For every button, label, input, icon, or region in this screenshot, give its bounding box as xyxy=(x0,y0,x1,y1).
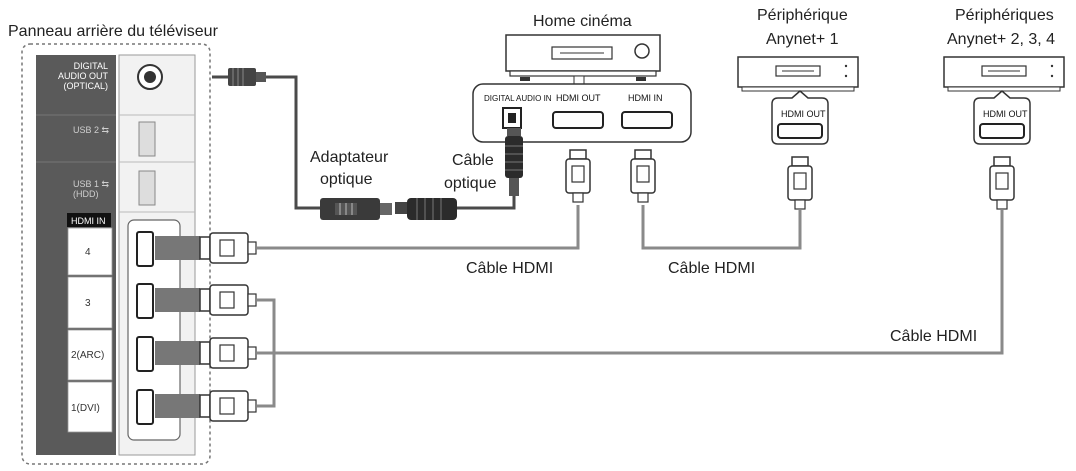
device2-label: Périphériques xyxy=(955,7,1054,24)
hdmi-cable-tv-to-device2 xyxy=(257,210,1004,355)
hc-hdmi-out-plug xyxy=(565,149,591,203)
digital-audio-label-3: (OPTICAL) xyxy=(63,81,108,91)
cables xyxy=(212,75,1004,408)
usb1-label: USB 1 ⇆ xyxy=(73,179,110,189)
hdmi-cable-bus xyxy=(257,298,276,408)
optical-adapter xyxy=(320,198,392,220)
device2-label-2: Anynet+ 2, 3, 4 xyxy=(947,31,1055,48)
home-cinema: Home cinéma DIGITAL AUDIO IN HDMI OUT HD… xyxy=(472,13,692,203)
tv-hdmi-plug-1 xyxy=(155,390,257,422)
anynet-device-2: Périphériques Anynet+ 2, 3, 4 HDMI OUT xyxy=(943,7,1065,210)
tv-hdmi-plug-2 xyxy=(155,337,257,369)
hdmi-in-header: HDMI IN xyxy=(71,216,106,226)
digital-audio-label-2: AUDIO OUT xyxy=(58,71,109,81)
device1-hdmi-plug xyxy=(787,156,813,210)
device2-hdmi-out-label: HDMI OUT xyxy=(983,109,1028,119)
optical-cable-to-adapter xyxy=(265,75,322,210)
hdmi-port-1-label: 1(DVI) xyxy=(71,403,100,414)
hc-optical-plug xyxy=(505,128,523,196)
optical-cable-label-2: optique xyxy=(444,175,497,192)
tv-hdmi-plug-4 xyxy=(155,232,257,264)
optical-cable-to-hc xyxy=(456,196,516,210)
hdmi-cable-hc-in-to-device1 xyxy=(641,205,802,250)
tv-hdmi-plugs xyxy=(155,232,257,422)
digital-audio-label: DIGITAL xyxy=(74,61,108,71)
anynet-device-1: Périphérique Anynet+ 1 HDMI OUT xyxy=(737,7,859,210)
hdmi-port-4-label: 4 xyxy=(85,247,91,258)
optical-plug-mid xyxy=(395,198,457,220)
device2-hdmi-out-port[interactable] xyxy=(979,123,1025,139)
hc-hdmi-out-label: HDMI OUT xyxy=(556,93,601,103)
optical-adapter-label: Adaptateur xyxy=(310,149,389,166)
device1-label: Périphérique xyxy=(757,7,848,24)
hc-optical-in-port[interactable] xyxy=(502,107,522,129)
hdmi-port-2-label: 2(ARC) xyxy=(71,350,104,361)
optical-plug-tv xyxy=(228,68,266,86)
usb2-port[interactable] xyxy=(138,121,156,157)
hc-hdmi-out-port[interactable] xyxy=(552,111,604,129)
device1-label-2: Anynet+ 1 xyxy=(766,31,839,48)
usb2-label: USB 2 ⇆ xyxy=(73,125,110,135)
hdmi-cable-label-3: Câble HDMI xyxy=(890,328,977,345)
usb1-port[interactable] xyxy=(138,170,156,206)
hdmi-cable-label-2: Câble HDMI xyxy=(668,260,755,277)
hdmi-cable-tv-to-hc-out xyxy=(257,205,580,250)
hdmi-port-3-label: 3 xyxy=(85,298,91,309)
panel-title: Panneau arrière du téléviseur xyxy=(8,23,219,40)
home-cinema-label: Home cinéma xyxy=(533,13,632,30)
hc-hdmi-in-plug xyxy=(630,149,656,203)
hc-digital-audio-in-label: DIGITAL AUDIO IN xyxy=(484,94,552,103)
hc-hdmi-in-port[interactable] xyxy=(621,111,673,129)
device2-hdmi-plug xyxy=(989,156,1015,210)
hdmi-cable-label-1: Câble HDMI xyxy=(466,260,553,277)
device1-hdmi-out-port[interactable] xyxy=(777,123,823,139)
hc-hdmi-in-label: HDMI IN xyxy=(628,93,663,103)
hdmi-label-boxes xyxy=(67,227,113,433)
optical-out-port[interactable] xyxy=(137,64,163,90)
usb1-label-2: (HDD) xyxy=(73,189,99,199)
tv-hdmi-plug-3 xyxy=(155,284,257,316)
optical-cable-label: Câble xyxy=(452,152,494,169)
tv-hdmi-ports[interactable] xyxy=(136,231,154,425)
device1-hdmi-out-label: HDMI OUT xyxy=(781,109,826,119)
optical-adapter-label-2: optique xyxy=(320,171,373,188)
tv-rear-panel: DIGITAL AUDIO OUT (OPTICAL) USB 2 ⇆ USB … xyxy=(21,43,257,465)
